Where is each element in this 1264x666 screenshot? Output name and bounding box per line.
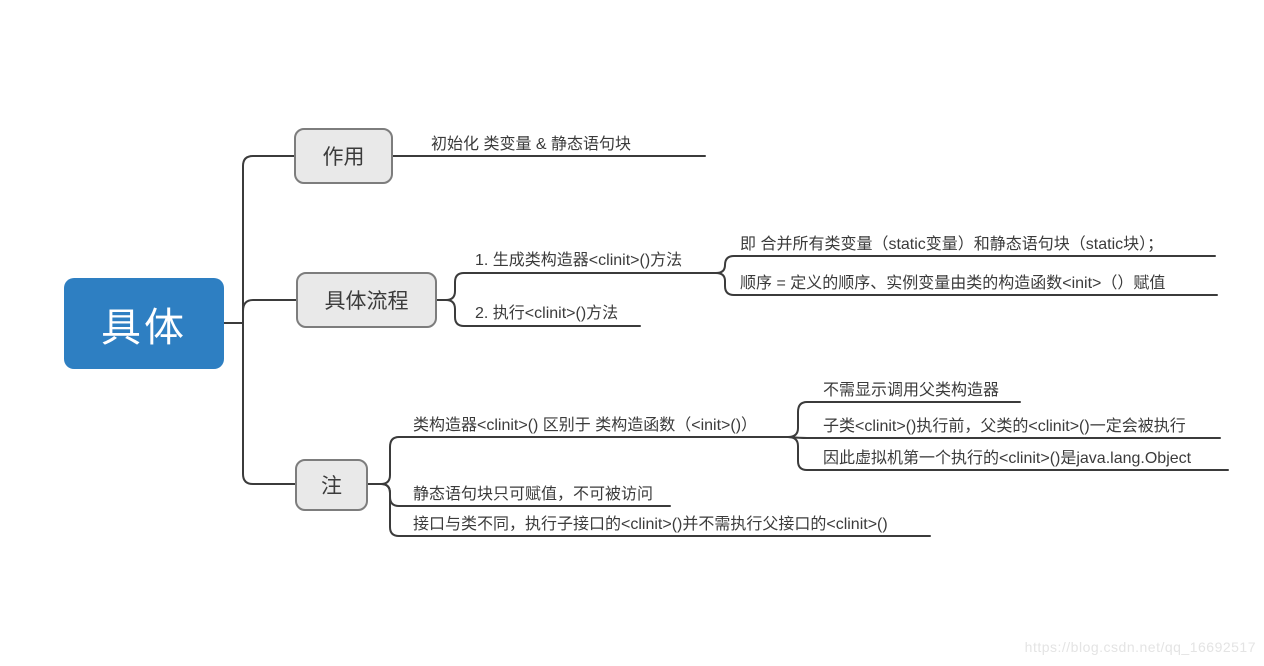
topic-note[interactable]: 注	[295, 459, 368, 511]
subtopic-note-clinit-vs-init[interactable]: 类构造器<clinit>() 区别于 类构造函数（<init>()）	[413, 417, 758, 434]
watermark-url: https://blog.csdn.net/qq_16692517	[1024, 639, 1256, 655]
subtopic-note-interface[interactable]: 接口与类不同，执行子接口的<clinit>()并不需执行父接口的<clinit>…	[413, 516, 888, 533]
subtopic-note-parent-first[interactable]: 子类<clinit>()执行前，父类的<clinit>()一定会被执行	[823, 418, 1186, 435]
connector-trunk-note	[242, 322, 298, 485]
connector-clinit-object	[787, 436, 1229, 471]
subtopic-step2[interactable]: 2. 执行<clinit>()方法	[475, 305, 619, 322]
subtopic-step1[interactable]: 1. 生成类构造器<clinit>()方法	[475, 252, 683, 269]
connector-step1-order	[715, 272, 1218, 296]
connector-clinit-parentfirst	[787, 436, 1221, 439]
connector-process-step1	[445, 272, 708, 301]
subtopic-step1-order[interactable]: 顺序 = 定义的顺序、实例变量由类的构造函数<init>（）赋值	[740, 275, 1166, 292]
connector-trunk-purpose	[242, 155, 296, 324]
subtopic-purpose-detail[interactable]: 初始化 类变量 & 静态语句块	[431, 136, 632, 153]
subtopic-note-first-clinit-object[interactable]: 因此虚拟机第一个执行的<clinit>()是java.lang.Object	[823, 450, 1192, 467]
connector-process-step2	[445, 299, 641, 327]
subtopic-note-no-super-call[interactable]: 不需显示调用父类构造器	[823, 382, 1000, 399]
connector-step1-merge	[715, 255, 1216, 274]
root-topic[interactable]: 具体	[64, 278, 224, 369]
connector-clinit-nosuper	[787, 401, 1021, 438]
topic-purpose[interactable]: 作用	[294, 128, 393, 184]
subtopic-note-static-block[interactable]: 静态语句块只可赋值，不可被访问	[413, 486, 654, 503]
connector-note-interface	[380, 483, 931, 537]
connector-trunk-process	[242, 299, 298, 312]
subtopic-step1-merge[interactable]: 即 合并所有类变量（static变量）和静态语句块（static块）；	[740, 236, 1164, 253]
topic-process[interactable]: 具体流程	[296, 272, 437, 328]
connector-note-clinit	[380, 436, 789, 485]
